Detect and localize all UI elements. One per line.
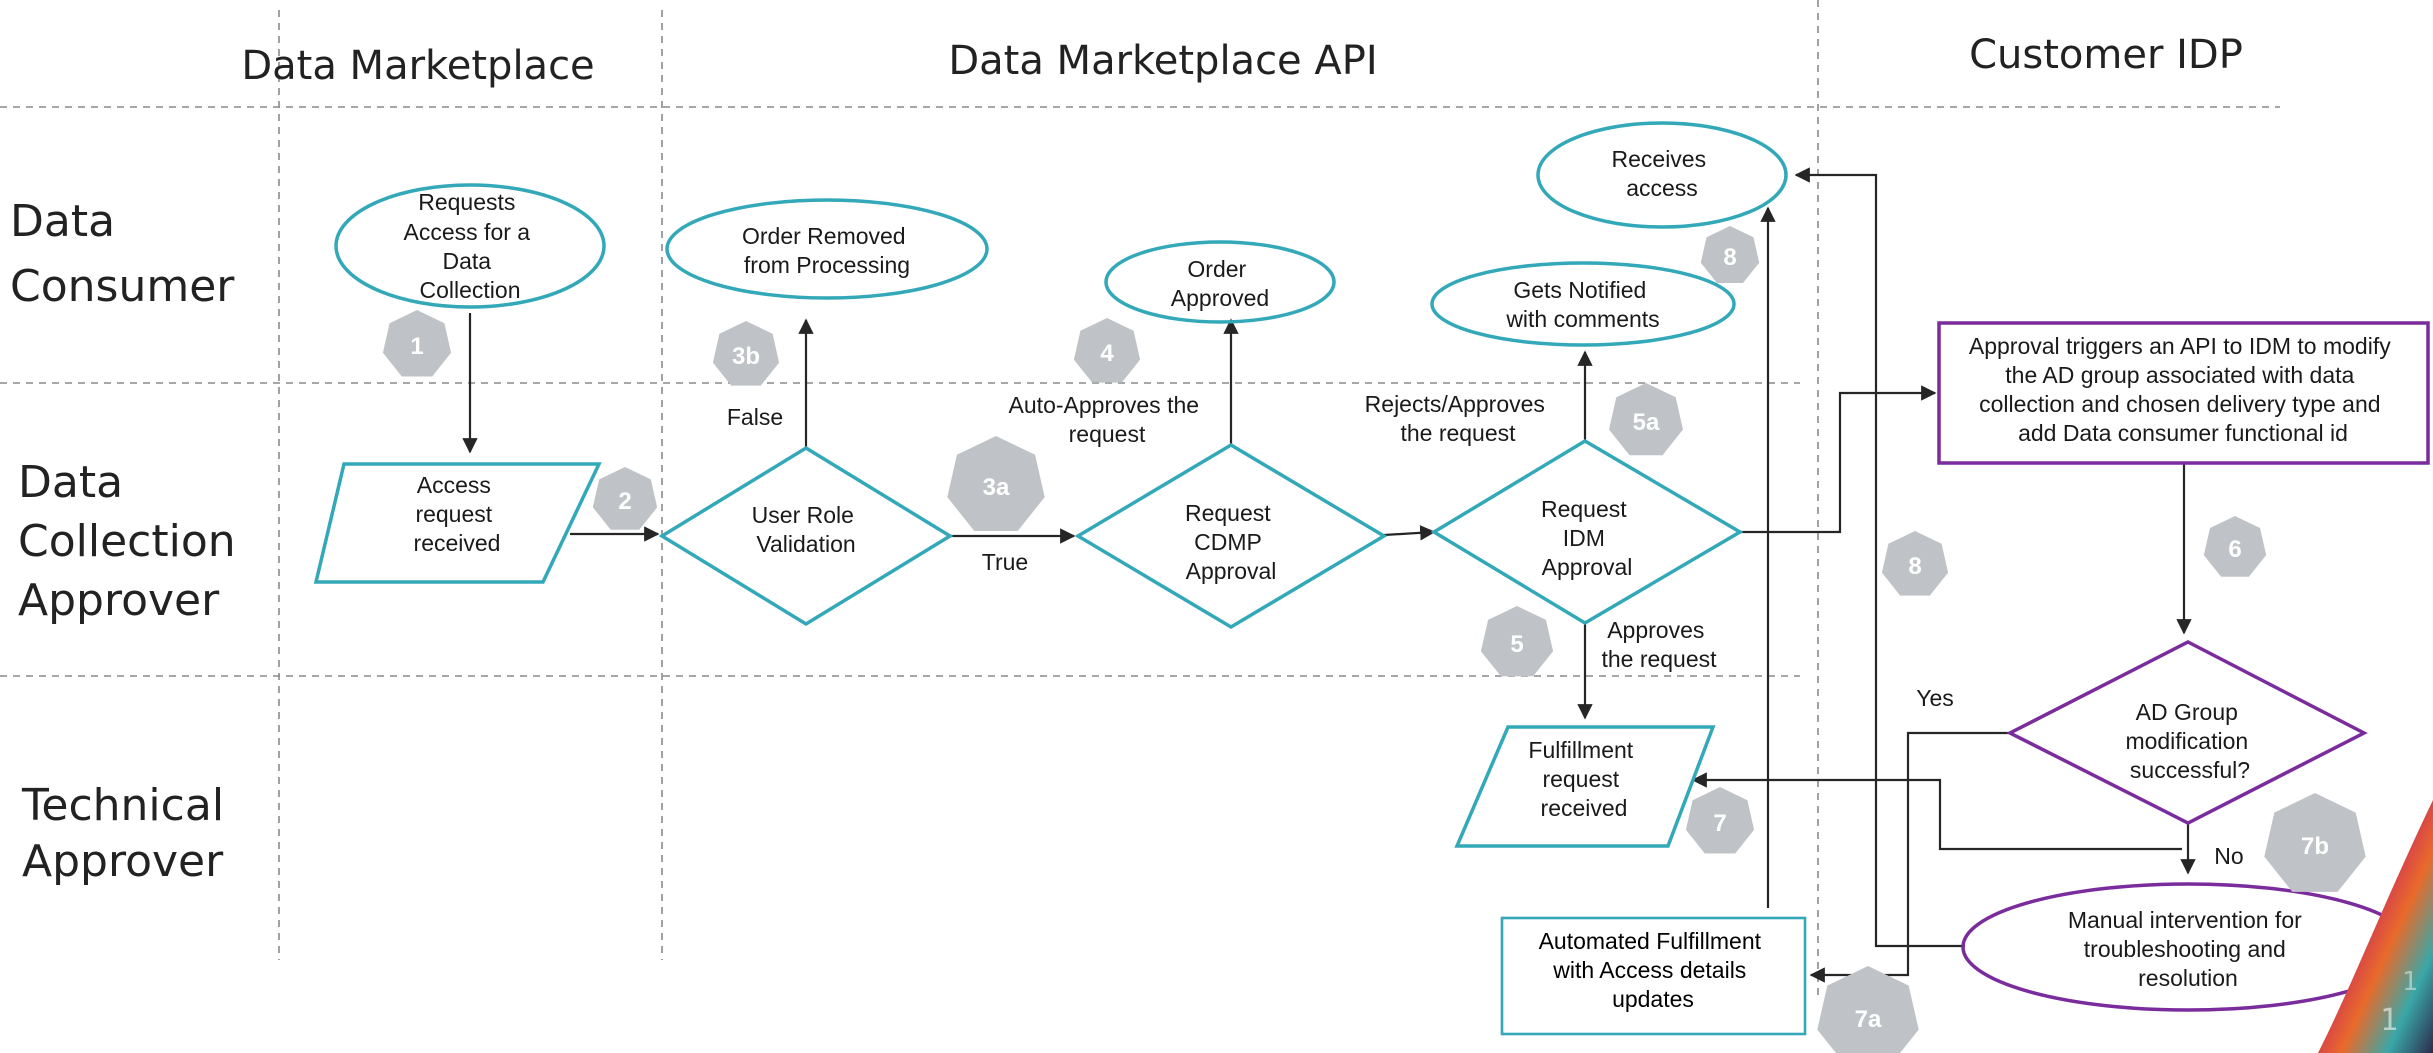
node-order-approved: Order Approved: [1104, 240, 1336, 324]
step-badge-5: 5: [1480, 606, 1554, 677]
step-badge-label: 3b: [732, 343, 760, 370]
svg-text:Order Approved: Order Approved: [1171, 256, 1269, 311]
arrow-manual-to-receives-access: [1794, 167, 1965, 948]
svg-text:Automated Fulfillment wi: Automated Fulfillment with Access detail…: [1539, 928, 1768, 1012]
arrow-ad-group-yes: [1809, 731, 2010, 983]
step-badge-shape: [712, 321, 780, 386]
step-badge-shape: [592, 467, 658, 530]
step-badge-4: 4: [1073, 318, 1141, 383]
column-header-data-marketplace-api: Data Marketplace API: [948, 38, 1377, 84]
step-badge-label: 8: [1723, 244, 1736, 271]
svg-text:Manual intervention for: Manual intervention for troubleshooting …: [2068, 907, 2308, 991]
step-badge-5a: 5a: [1609, 383, 1683, 456]
decorative-corner-graphic: 1 1: [2318, 800, 2433, 1053]
svg-text:Requests Access for a: Requests Access for a Data Collection: [404, 189, 537, 303]
step-badge-shape: [1685, 787, 1755, 854]
step-badge-7b: 7b: [2264, 793, 2366, 892]
step-badge-1: 1: [382, 310, 452, 377]
svg-text:Request CDMP Appro: Request CDMP Approval: [1185, 500, 1277, 584]
step-badge-3b: 3b: [712, 321, 780, 386]
svg-text:Request IDM Approv: Request IDM Approval: [1541, 496, 1633, 580]
node-gets-notified: Gets Notified with comments: [1430, 261, 1736, 347]
arrow-idm-to-approval-trigger: [1740, 385, 1937, 534]
svg-text:1: 1: [2380, 1003, 2398, 1038]
node-user-role-validation: User Role Validation: [658, 445, 954, 627]
svg-text:Approval triggers an API to ID: Approval triggers an API to IDM to modif…: [1969, 333, 2397, 446]
step-badge-label: 5: [1510, 631, 1523, 658]
svg-text:Access request rec: Access request received: [414, 472, 501, 556]
step-badge-label: 1: [410, 333, 423, 360]
node-manual-intervention: Manual intervention for troubleshooting …: [1961, 882, 2415, 1012]
edge-label-rejects-approves: Rejects/Approves the request: [1365, 391, 1552, 446]
swimlane-grid: [0, 0, 2280, 1000]
svg-text:Fulfillment request: Fulfillment request received: [1528, 737, 1639, 821]
node-order-removed: Order Removed from Processing: [665, 198, 989, 300]
node-fulfillment-request-received: Fulfillment request received: [1454, 725, 1716, 848]
edge-label-approves: Approves the request: [1601, 617, 1717, 672]
arrow-no-to-fulfillment: [1691, 772, 2182, 851]
svg-text:Receives access: Receives access: [1612, 146, 1713, 201]
step-badge-label: 8: [1908, 553, 1921, 580]
column-header-data-marketplace: Data Marketplace: [241, 43, 594, 89]
svg-text:1: 1: [2402, 967, 2418, 997]
step-badge-label: 6: [2228, 536, 2241, 563]
svg-text:User Role Validation: User Role Validation: [752, 502, 861, 557]
step-badge-label: 4: [1100, 340, 1114, 367]
lane-label-technical-approver: Technical Approver: [21, 780, 238, 887]
step-badge-label: 7: [1713, 810, 1726, 837]
lane-label-data-consumer: Data Consumer: [10, 196, 235, 312]
step-badge-shape: [2264, 793, 2366, 892]
step-badge-label: 3a: [983, 474, 1010, 501]
arrow-cdmp-to-idm: [1383, 525, 1436, 541]
step-badge-shape: [2203, 516, 2267, 577]
step-badge-2: 2: [592, 467, 658, 530]
step-badge-label: 2: [618, 488, 631, 515]
step-badge-7a: 7a: [1817, 966, 1919, 1053]
step-badge-shape: [1073, 318, 1141, 383]
step-badge-6: 6: [2203, 516, 2267, 577]
step-badge-3a: 3a: [947, 436, 1045, 531]
column-header-customer-idp: Customer IDP: [1969, 32, 2243, 78]
node-approval-triggers-api: Approval triggers an API to IDM to modif…: [1937, 321, 2430, 465]
step-badge-8: 8: [1700, 226, 1760, 283]
node-request-idm-approval: Request IDM Approval: [1430, 438, 1744, 626]
step-badge-shape: [947, 436, 1045, 531]
edge-label-yes: Yes: [1916, 685, 1954, 711]
node-request-cdmp-approval: Request CDMP Approval: [1074, 442, 1388, 630]
step-badge-shape: [382, 310, 452, 377]
svg-text:AD Group modification: AD Group modification successful?: [2125, 699, 2254, 783]
step-badges: 1 2 3b 3a 4 5a 5 8 8 6 7 7b 7a: [382, 226, 2366, 1053]
step-badge-7: 7: [1685, 787, 1755, 854]
node-automated-fulfillment: Automated Fulfillment with Access detail…: [1500, 916, 1807, 1036]
step-badge-shape: [1480, 606, 1554, 677]
node-receives-access: Receives access: [1536, 121, 1788, 229]
edge-label-no: No: [2214, 843, 2243, 869]
edge-label-false: False: [727, 404, 783, 430]
node-ad-group-modification: AD Group modification successful?: [2006, 640, 2368, 825]
lane-label-data-collection-approver: Data Collection Approver: [18, 457, 250, 626]
connectors: [462, 167, 2196, 983]
step-badge-label: 5a: [1633, 409, 1660, 436]
step-badge-shape: [1700, 226, 1760, 283]
edge-label-auto-approves: Auto-Approves the request: [1009, 392, 1206, 447]
step-badge-8: 8: [1881, 531, 1949, 596]
svg-text:Gets Notified with comme: Gets Notified with comments: [1505, 277, 1659, 332]
edge-label-true: True: [982, 549, 1028, 575]
step-badge-shape: [1817, 966, 1919, 1053]
step-badge-shape: [1609, 383, 1683, 456]
step-badge-label: 7a: [1855, 1006, 1882, 1033]
step-badge-shape: [1881, 531, 1949, 596]
svg-text:Order Removed from Proce: Order Removed from Processing: [742, 223, 912, 278]
node-requests-access: Requests Access for a Data Collection: [334, 183, 606, 309]
node-access-request-received: Access request received: [313, 462, 602, 584]
step-badge-label: 7b: [2301, 833, 2329, 860]
